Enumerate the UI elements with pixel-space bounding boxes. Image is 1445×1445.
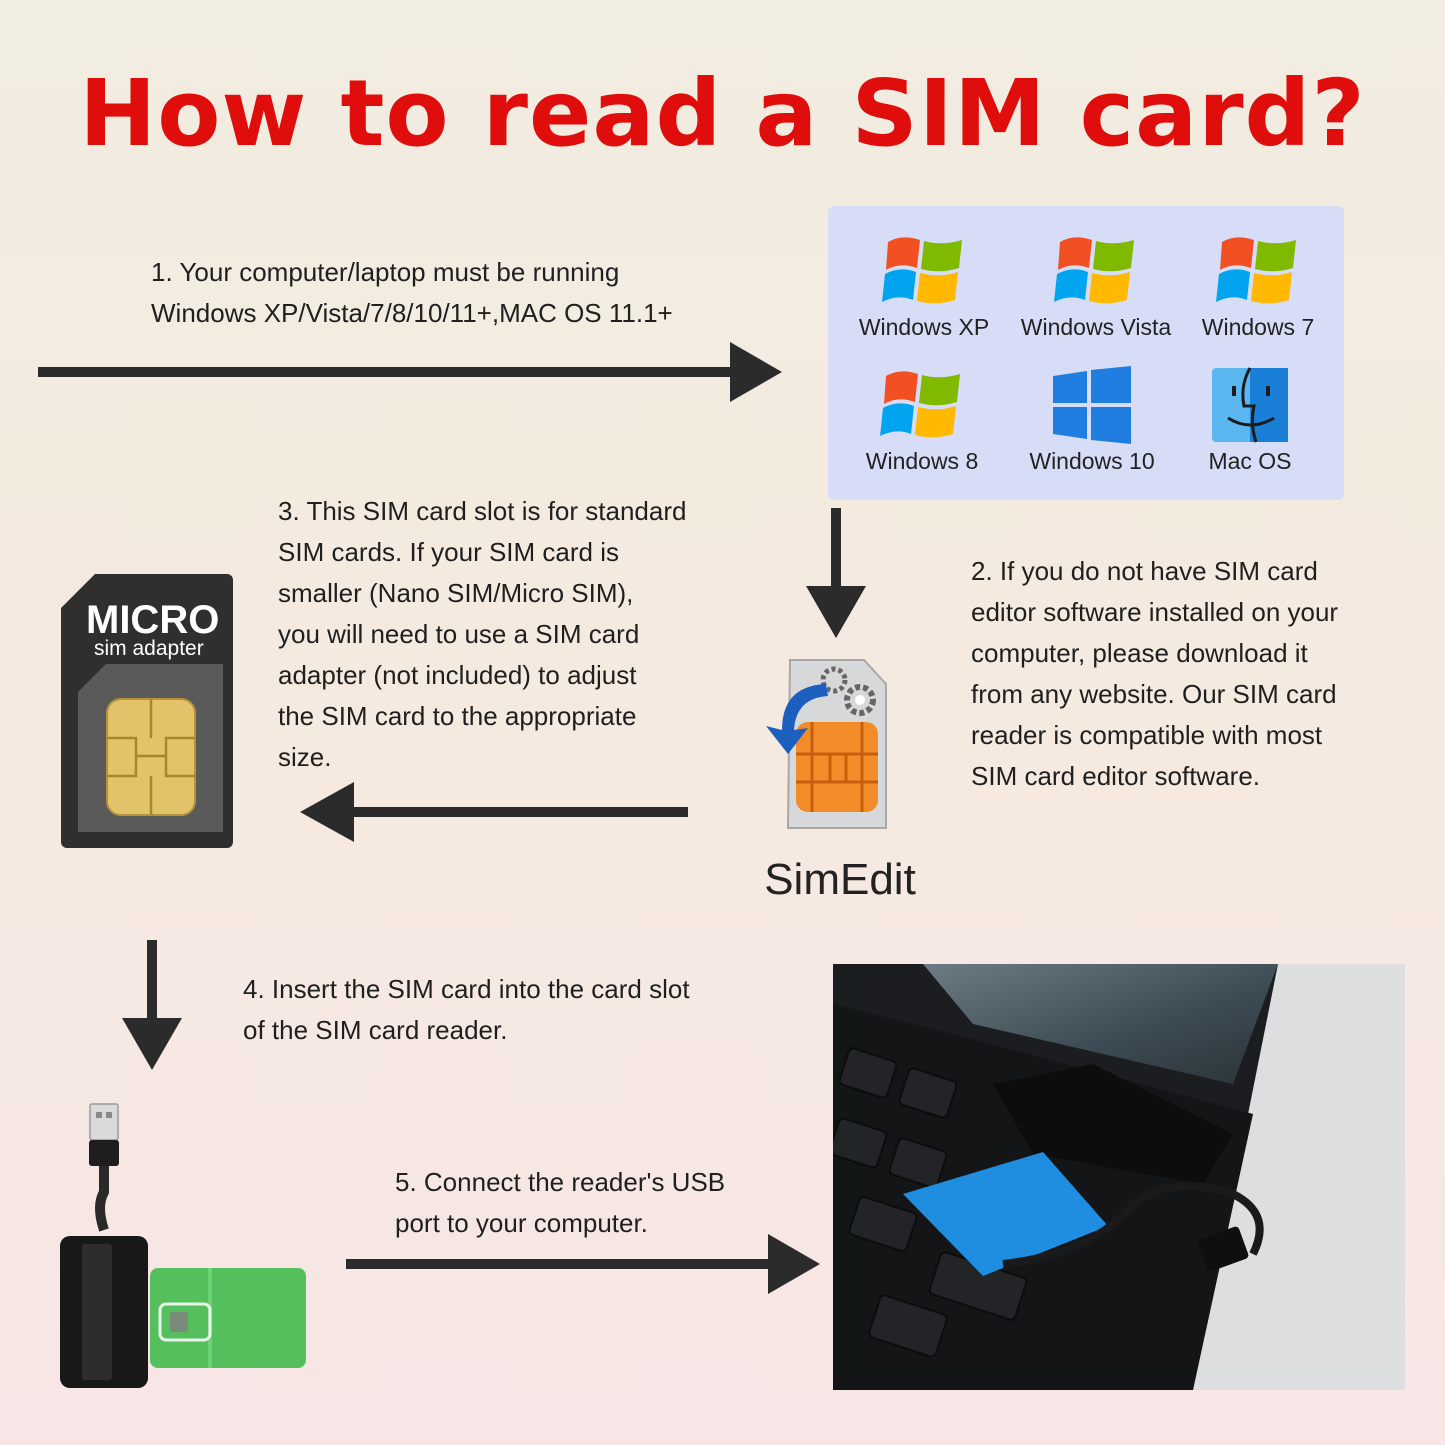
os-item-windows-7: Windows 7 <box>1172 232 1344 341</box>
windows-flag-icon <box>880 371 960 438</box>
arrow-right-icon <box>346 1234 820 1294</box>
micro-adapter-title: MICRO <box>86 598 220 642</box>
step-2-text: 2. If you do not have SIM card editor so… <box>971 556 1339 791</box>
simedit-label: SimEdit <box>764 855 916 904</box>
sim-chip-icon <box>106 698 196 816</box>
step-1-text: 1. Your computer/laptop must be running … <box>151 257 673 328</box>
step-3-text: 3. This SIM card slot is for standard SI… <box>278 496 687 772</box>
os-item-windows-vista: Windows Vista <box>1010 232 1182 341</box>
simedit-icon <box>766 659 887 829</box>
windows-flag-icon <box>882 237 962 304</box>
arrow-down-icon <box>122 940 182 1070</box>
windows-flag-icon <box>1054 237 1134 304</box>
finder-icon <box>1212 367 1288 443</box>
page-title: How to read a SIM card? <box>79 60 1366 167</box>
os-item-windows-10: Windows 10 <box>1006 366 1178 475</box>
arrow-down-icon <box>806 508 866 638</box>
os-compatibility-panel: Windows XP Windows Vista Windows 7 Windo… <box>828 206 1344 500</box>
os-item-mac-os: Mac OS <box>1164 366 1336 475</box>
windows-flag-icon <box>1216 237 1296 304</box>
os-item-windows-8: Windows 8 <box>836 366 1008 475</box>
sim-card-reader <box>60 1103 306 1388</box>
arrow-left-icon <box>300 782 688 842</box>
step-5-text: 5. Connect the reader's USB port to your… <box>395 1167 726 1238</box>
arrow-right-icon <box>38 342 782 402</box>
step-4-text: 4. Insert the SIM card into the card slo… <box>243 974 690 1045</box>
laptop-reader-photo <box>833 964 1405 1390</box>
laptop-illustration <box>833 964 1405 1390</box>
windows-10-icon <box>1053 366 1131 444</box>
micro-adapter-subtitle: sim adapter <box>94 637 204 660</box>
os-item-windows-xp: Windows XP <box>838 232 1010 341</box>
